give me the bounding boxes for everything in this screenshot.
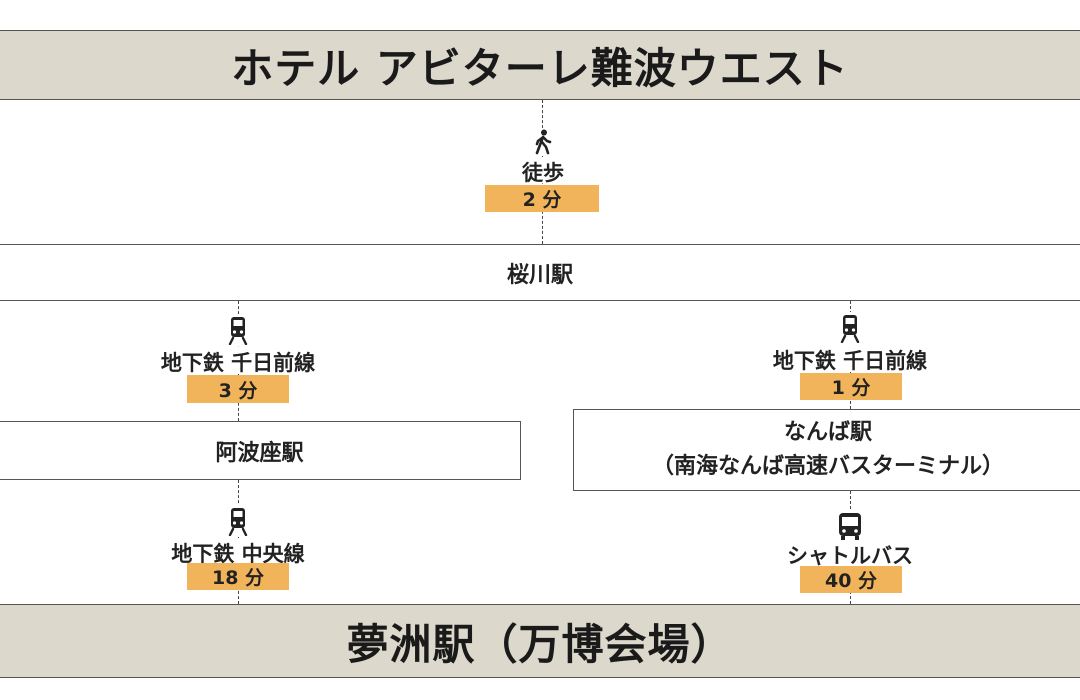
shuttle-time: 40 分: [800, 566, 902, 593]
sakuragawa-station-name: 桜川駅: [506, 262, 573, 288]
train-icon: [226, 314, 250, 346]
train-icon: [226, 505, 250, 537]
awaza-station-name: 阿波座駅: [215, 440, 304, 466]
sennichimae-right-label: 地下鉄 千日前線: [750, 345, 950, 373]
walk-label: 徒歩: [500, 157, 586, 185]
train-icon: [838, 312, 862, 344]
sakuragawa-station: 桜川駅: [0, 244, 1080, 301]
sennichimae-right-time: 1 分: [800, 373, 902, 400]
bus-icon: [836, 510, 864, 542]
walking-person-icon: [532, 128, 554, 156]
chuo-time: 18 分: [187, 563, 289, 590]
namba-station-name: なんば駅: [783, 420, 872, 445]
sennichimae-left-time: 3 分: [187, 375, 289, 403]
walk-time: 2 分: [485, 185, 599, 212]
namba-station-subname: （南海なんば高速バスターミナル）: [651, 454, 1004, 479]
awaza-station: 阿波座駅: [0, 421, 521, 480]
namba-station: なんば駅 （南海なんば高速バスターミナル）: [573, 409, 1080, 491]
sennichimae-left-label: 地下鉄 千日前線: [138, 347, 338, 375]
hotel-banner: ホテル アビターレ難波ウエスト: [0, 30, 1080, 100]
chuo-label: 地下鉄 中央線: [138, 538, 338, 566]
yumeshima-banner: 夢洲駅（万博会場）: [0, 604, 1080, 678]
shuttle-label: シャトルバス: [750, 540, 950, 568]
